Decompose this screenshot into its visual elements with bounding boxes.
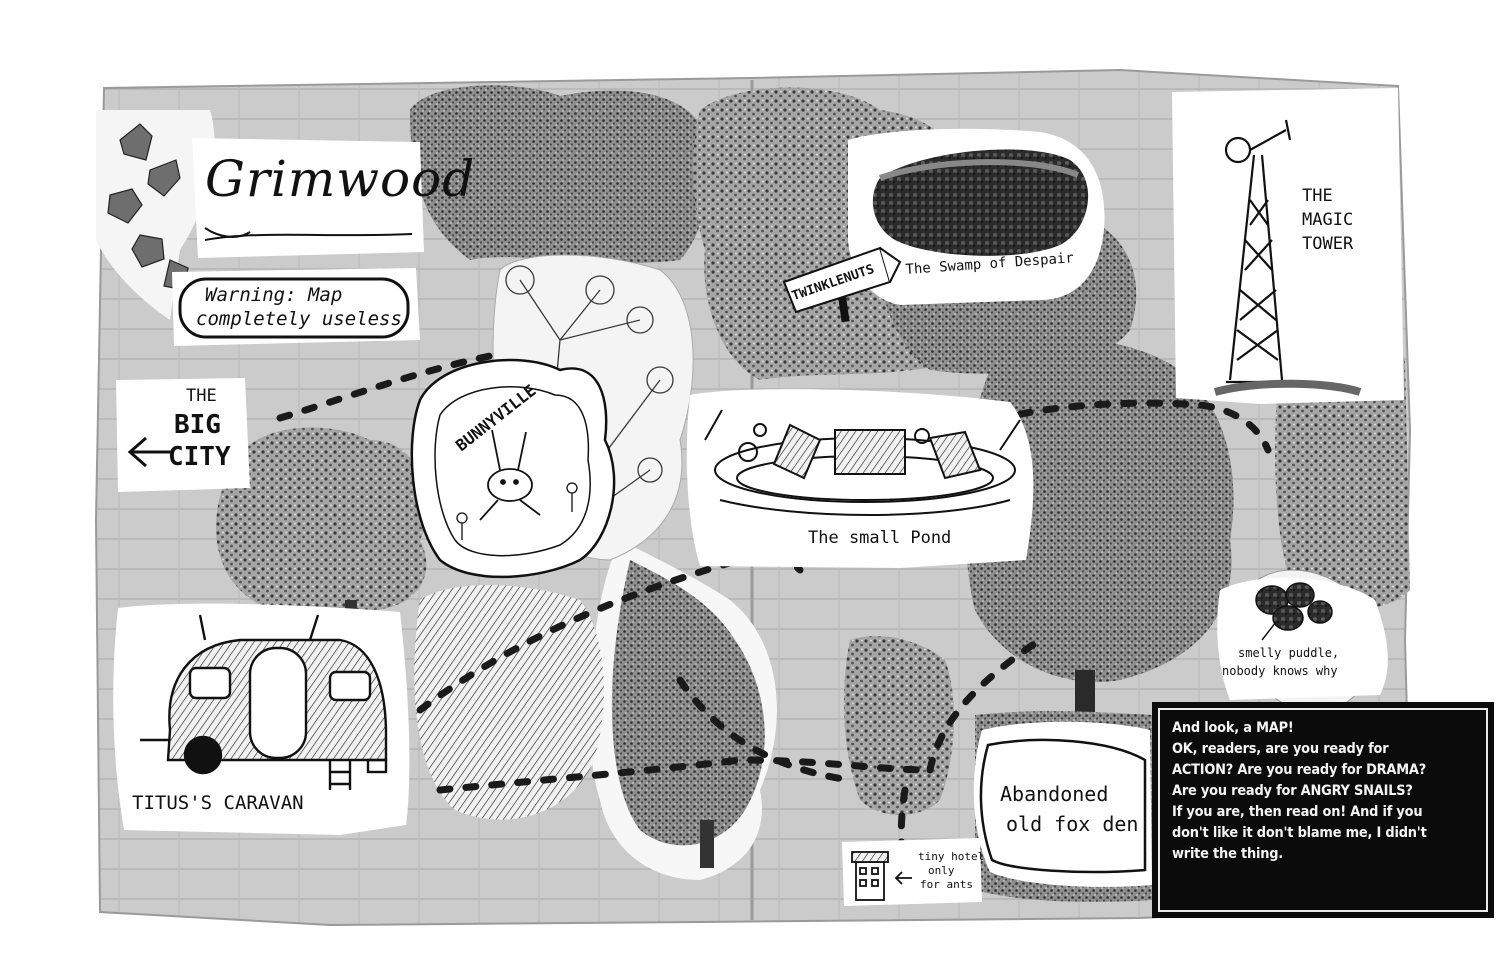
small-pond-label: The small Pond [808, 528, 952, 548]
caravan-icon [140, 614, 388, 790]
big-city-scrap [116, 378, 250, 492]
puddle-line-1: smelly puddle, [1238, 646, 1340, 660]
holly-leaves [107, 123, 189, 291]
tree-engraving-left [216, 427, 428, 621]
magic-tower-line-2: MAGIC [1302, 210, 1354, 230]
ant-hotel-line-1: tiny hotel [918, 850, 985, 863]
fox-den-scrap [973, 721, 1152, 887]
title-scrap [192, 138, 424, 258]
tree-engraving-right [965, 340, 1234, 682]
puddle-line-2: nobody knows why [1222, 664, 1338, 678]
narration-line-7: write the thing. [1172, 846, 1284, 862]
magic-tower-line-1: THE [1302, 186, 1333, 206]
left-arrow-icon [127, 436, 172, 468]
narration-line-4: Are you ready for ANGRY SNAILS? [1172, 783, 1413, 799]
bunny-icon [479, 429, 541, 521]
narration-text: And look, a MAP! OK, readers, are you re… [1158, 708, 1488, 912]
hotel-icon [851, 851, 912, 901]
flower-icon [456, 482, 578, 540]
narration-line-6: don't like it don't blame me, I didn't [1172, 825, 1427, 841]
small-pond-scrap [686, 389, 1034, 568]
narration-line-3: ACTION? Are you ready for DRAMA? [1172, 762, 1427, 778]
tree-engraving-top [410, 85, 711, 263]
magic-tower-scrap [1172, 88, 1404, 404]
narration-line-2: OK, readers, are you ready for [1172, 741, 1389, 757]
small-tree [843, 636, 955, 815]
holly-scrap [96, 110, 215, 320]
ant-hotel-line-3: for ants [920, 878, 973, 891]
ant-hotel-line-2: only [928, 864, 955, 877]
fox-den-line-2: old fox den [1006, 812, 1139, 836]
pond-icon [704, 409, 1021, 516]
warning-line-2: completely useless [196, 308, 402, 330]
leaf-bush [414, 585, 604, 820]
narration-box: And look, a MAP! OK, readers, are you re… [1152, 702, 1494, 918]
caravan-label: TITUS'S CARAVAN [132, 792, 304, 814]
twinklenuts-sign [782, 246, 902, 323]
swamp-icon [872, 149, 1089, 256]
warning-line-1: Warning: Map [205, 284, 343, 306]
magic-tower-line-3: TOWER [1302, 234, 1354, 254]
tree-engraving-bottom-center [611, 560, 765, 846]
narration-line-1: And look, a MAP! [1172, 720, 1294, 736]
big-city-line-3: CITY [168, 442, 231, 472]
tower-icon [1224, 119, 1292, 384]
ant-hotel-scrap [842, 838, 982, 906]
big-city-line-2: BIG [174, 410, 221, 440]
map-title: Grimwood [205, 150, 476, 208]
big-city-line-1: THE [186, 386, 217, 406]
narration-line-5: If you are, then read on! And if you [1172, 804, 1423, 820]
fox-den-line-1: Abandoned [1000, 782, 1109, 806]
puddle-icon [1255, 582, 1333, 631]
